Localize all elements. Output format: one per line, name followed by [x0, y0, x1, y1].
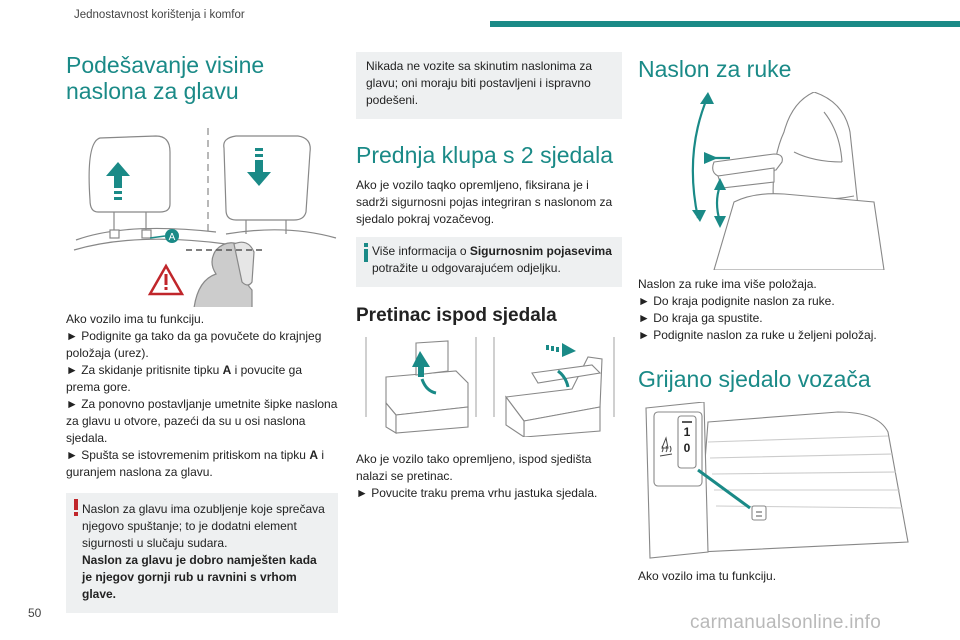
- warning-triangle-icon: [147, 263, 185, 296]
- headrest-illustration: A: [73, 128, 337, 307]
- title-armrest: Naslon za ruke: [638, 56, 792, 82]
- watermark: carmanualsonline.info: [690, 612, 882, 633]
- bench-info-text: Više informacija o Sigurnosnim pojasevim…: [372, 244, 612, 275]
- armrest-intro: Naslon za ruke ima više položaja.: [638, 277, 817, 291]
- title-heated-seat: Grijano sjedalo vozača: [638, 366, 871, 392]
- headrest-intro: Ako vozilo ima tu funkciju.: [66, 312, 205, 326]
- title-bench: Prednja klupa s 2 sjedala: [356, 142, 613, 168]
- armrest-illustration: [691, 92, 885, 270]
- bench-info-box: Više informacija o Sigurnosnim pojasevim…: [356, 237, 622, 287]
- column-bench: Nikada ne vozite sa skinutim naslonima z…: [356, 52, 622, 502]
- storage-text-1: Ako je vozilo tako opremljeno, ispod sje…: [356, 452, 592, 483]
- column-armrest: Naslon za ruke Naslon za ruke ima više p…: [638, 52, 920, 585]
- top-note-box: Nikada ne vozite sa skinutim naslonima z…: [356, 52, 622, 119]
- headrest-step-3: ► Za ponovno postavljanje umetnite šipke…: [66, 397, 338, 445]
- armrest-step-3: ► Podignite naslon za ruke u željeni pol…: [638, 328, 877, 342]
- info-icon: [364, 243, 368, 263]
- column-headrest: Podešavanje visine naslona za glavu: [66, 52, 338, 613]
- running-header: Jednostavnost korištenja i komfor: [74, 9, 245, 21]
- title-storage: Pretinac ispod sjedala: [356, 305, 557, 326]
- warning-text: Naslon za glavu ima ozubljenje koje spre…: [82, 502, 325, 550]
- headrest-warning-box: Naslon za glavu ima ozubljenje koje spre…: [66, 493, 338, 613]
- armrest-step-1: ► Do kraja podignite naslon za ruke.: [638, 294, 835, 308]
- headrest-step-4: ► Spušta se istovremenim pritiskom na ti…: [66, 448, 324, 479]
- switch-label-0: 0: [684, 441, 691, 455]
- header-accent-bar: [490, 21, 960, 27]
- title-headrest: Podešavanje visine naslona za glavu: [66, 52, 265, 104]
- headrest-step-2: ► Za skidanje pritisnite tipku A i povuc…: [66, 363, 302, 394]
- heated-seat-text: Ako vozilo ima tu funkciju.: [638, 569, 777, 583]
- switch-wheel[interactable]: 1 0: [682, 421, 692, 455]
- armrest-step-2: ► Do kraja ga spustite.: [638, 311, 763, 325]
- page-number: 50: [28, 606, 42, 620]
- figure-label-a: A: [169, 232, 176, 243]
- storage-text-2: ► Povucite traku prema vrhu jastuka sjed…: [356, 486, 598, 500]
- warning-icon: [74, 499, 78, 517]
- seat-heater-icon: [659, 436, 673, 457]
- top-note-text: Nikada ne vozite sa skinutim naslonima z…: [366, 59, 593, 107]
- switch-label-1: 1: [684, 425, 691, 439]
- heated-seat-illustration: 1 0: [645, 402, 909, 559]
- storage-illustration: [356, 337, 615, 437]
- bench-text: Ako je vozilo taqko opremljeno, fiksiran…: [356, 178, 613, 226]
- headrest-step-1: ► Podignite ga tako da ga povučete do kr…: [66, 329, 322, 360]
- warning-bold-text: Naslon za glavu je dobro namješten kada …: [82, 553, 317, 601]
